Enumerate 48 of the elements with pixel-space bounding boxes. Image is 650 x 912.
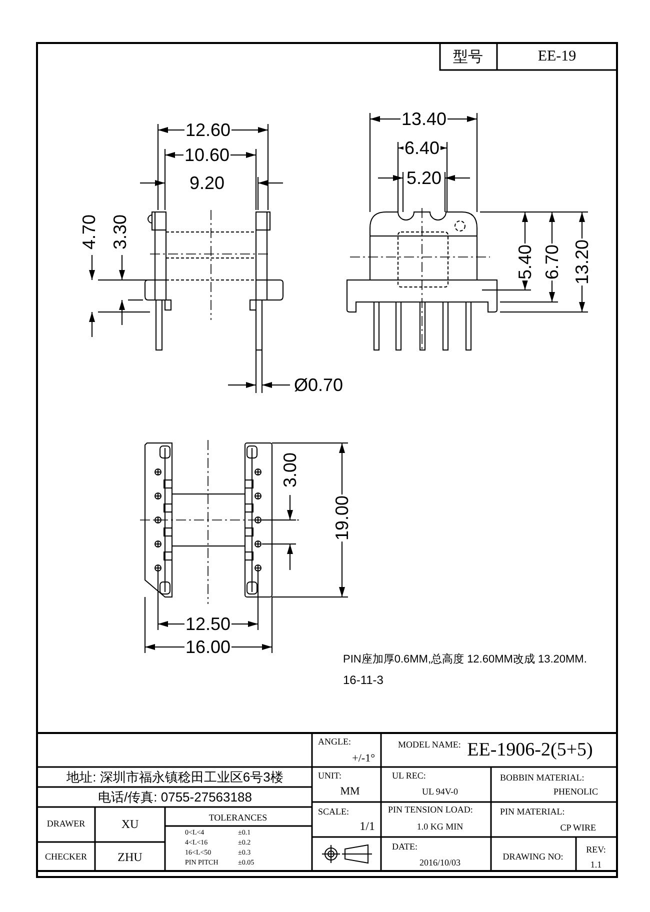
dimension-text: 13.40 [400, 110, 448, 128]
table-cell-text: UNIT: [318, 772, 342, 780]
table-cell-text: DATE: [392, 842, 418, 852]
note-text: 16-11-3 [343, 674, 384, 686]
dimension-text: 16.00 [184, 638, 232, 656]
table-cell-text: SCALE: [318, 808, 350, 816]
dimension-text: 10.60 [183, 146, 231, 164]
table-cell-text: DRAWING NO: [502, 852, 564, 862]
table-cell-text: XU [121, 818, 139, 830]
table-cell-text: CHECKER [45, 852, 87, 862]
table-cell-text: TOLERANCES [208, 814, 268, 822]
dimension-text: Ø0.70 [294, 376, 344, 394]
table-cell-text: REV: [586, 846, 606, 854]
dimension-text: 12.50 [184, 615, 232, 633]
table-cell-text: 2016/10/03 [420, 858, 460, 868]
dimension-text: 12.60 [184, 121, 232, 139]
table-cell-text: MODEL NAME: [398, 740, 461, 750]
table-cell-text: UL REC: [392, 772, 426, 780]
table-cell-text: EE-1906-2(5+5) [467, 740, 593, 760]
table-cell-text: DRAWER [46, 820, 86, 828]
table-cell-text: +/-1° [352, 754, 375, 764]
table-cell-text: 1/1 [360, 820, 375, 832]
dimension-text: 13.20 [573, 238, 591, 286]
table-cell-text: MM [340, 786, 360, 798]
table-cell-text: 型号 [453, 50, 483, 64]
table-cell-text: 地址: 深圳市福永镇稔田工业区6号3楼 [66, 770, 284, 784]
table-cell-text: UL 94V-0 [422, 788, 458, 796]
note-text: PIN座加厚0.6MM,总高度 12.60MM改成 13.20MM. [343, 654, 587, 666]
table-cell-text: 1.0 KG MIN [416, 822, 464, 832]
table-cell-text: ANGLE: [318, 738, 351, 746]
table-cell-text: PIN TENSION LOAD: [388, 806, 473, 814]
dimension-text: 3.30 [111, 214, 129, 250]
dimension-text: 9.20 [188, 174, 226, 192]
dimension-text: 5.40 [516, 243, 534, 281]
table-cell-text: CP WIRE [560, 824, 596, 832]
table-cell-text: ZHU [118, 851, 142, 863]
table-cell-text: EE-19 [538, 50, 576, 64]
table-cell-text: PIN MATERIAL: [500, 808, 565, 816]
table-cell-text: BOBBIN MATERIAL: [500, 774, 584, 782]
dimension-text: 6.70 [543, 243, 561, 281]
dimension-text: 5.20 [405, 169, 443, 187]
table-cell-text: PHENOLIC [554, 788, 598, 796]
dimension-text: 6.40 [403, 139, 441, 157]
table-cell-text: 1.1 [590, 860, 602, 870]
dimension-text: 4.70 [80, 214, 98, 250]
table-cell-text: 电话/传真: 0755-27563188 [98, 790, 252, 804]
dimension-text: 3.00 [281, 452, 299, 488]
dimension-text: 19.00 [333, 494, 351, 542]
